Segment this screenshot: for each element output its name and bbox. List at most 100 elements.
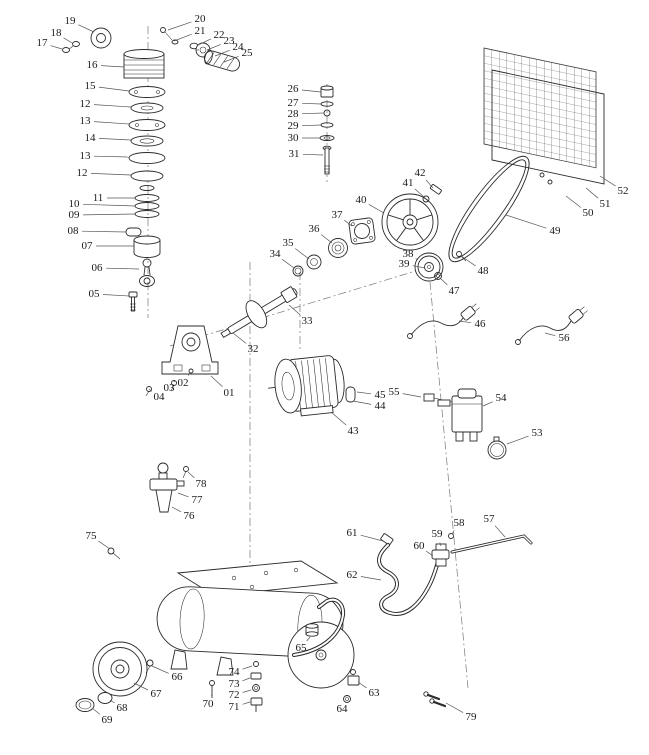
part-label-12: 12: [80, 98, 91, 110]
leader-line-66: [151, 665, 169, 674]
part-label-74: 74: [229, 666, 241, 678]
air-hose-drawing: [377, 533, 440, 616]
part-label-16: 16: [87, 59, 99, 71]
leader-line-26: [301, 89, 322, 93]
part-label-02: 02: [178, 377, 189, 389]
regulator-bolt-icon: [183, 466, 189, 472]
leader-line-38: [415, 258, 419, 261]
part-label-57: 57: [484, 513, 496, 525]
leader-line-61: [360, 534, 384, 542]
leader-line-12: [90, 173, 132, 176]
flywheel-washer-icon: [422, 195, 430, 203]
part-label-73: 73: [229, 678, 241, 690]
part-label-13: 13: [80, 150, 92, 162]
part-label-24: 24: [233, 41, 245, 53]
belt-drawing: [448, 155, 530, 263]
part-label-79: 79: [466, 711, 478, 723]
part-label-29: 29: [288, 120, 300, 132]
part-label-54: 54: [496, 392, 508, 404]
tank-leg-drawing: [170, 649, 188, 670]
part-label-33: 33: [302, 315, 314, 327]
part-label-37: 37: [332, 209, 344, 221]
tank-leg-drawing: [216, 656, 234, 676]
part-label-63: 63: [369, 687, 381, 699]
leader-line-16: [100, 65, 125, 68]
crankshaft-drawing: [220, 286, 298, 339]
coupler-ball-icon: [448, 533, 454, 539]
part-label-75: 75: [86, 530, 98, 542]
part-label-20: 20: [195, 13, 207, 25]
leader-line-51: [585, 187, 599, 199]
check-valve-drawing: [319, 85, 335, 175]
leader-line-76: [171, 506, 182, 513]
part-label-06: 06: [92, 262, 104, 274]
capacitor-drawing: [345, 386, 356, 403]
part-label-32: 32: [248, 343, 259, 355]
piston-drawing: [133, 235, 161, 258]
leader-line-25: [223, 55, 239, 63]
leader-line-29: [301, 124, 322, 127]
leader-line-33: [288, 304, 301, 316]
mount-bolts-drawing: [423, 691, 447, 708]
part-label-14: 14: [85, 132, 97, 144]
bracket-bolt-icon: [188, 368, 194, 374]
rear-wheel-drawing: [287, 621, 355, 689]
part-label-42: 42: [415, 167, 426, 179]
part-label-40: 40: [356, 194, 368, 206]
leader-line-31: [302, 153, 324, 156]
hubcap-drawing: [97, 692, 113, 704]
leader-line-23: [206, 44, 221, 51]
leader-line-79: [445, 702, 464, 713]
leader-line-27: [301, 102, 322, 105]
leader-line-75: [98, 540, 111, 550]
part-label-18: 18: [51, 27, 63, 39]
part-label-72: 72: [229, 689, 240, 701]
leader-line-65: [306, 636, 311, 642]
leader-line-53: [506, 435, 529, 445]
pressure-switch-drawing: [437, 388, 483, 442]
leader-line-44: [352, 400, 372, 405]
part-label-64: 64: [337, 703, 349, 715]
outlet-pipe-drawing: [450, 534, 533, 554]
leader-line-32: [232, 332, 247, 344]
grid-screw-icon: [539, 172, 545, 178]
leader-line-05: [102, 294, 130, 297]
outlet-fitting-drawing: [423, 393, 435, 402]
wrist-pin-drawing: [125, 227, 142, 237]
tank-valve-drawing: [343, 669, 360, 703]
leader-line-42: [425, 179, 434, 189]
leader-line-41: [414, 188, 425, 198]
part-label-38: 38: [403, 248, 415, 260]
leader-line-13: [93, 121, 130, 125]
leader-line-48: [460, 255, 476, 267]
flywheel-bolt-icon: [429, 184, 442, 195]
leader-line-34: [281, 259, 295, 269]
leader-line-47: [439, 277, 448, 286]
leader-line-04: [148, 388, 153, 392]
part-label-55: 55: [389, 386, 401, 398]
part-label-51: 51: [600, 198, 611, 210]
leader-line-68: [109, 699, 115, 704]
leader-line-78: [187, 471, 195, 479]
part-label-68: 68: [117, 702, 129, 714]
part-label-08: 08: [68, 225, 80, 237]
circlip-drawing: [292, 265, 304, 277]
part-label-53: 53: [532, 427, 544, 439]
leader-line-56: [544, 332, 556, 337]
part-label-52: 52: [618, 185, 629, 197]
part-label-66: 66: [172, 671, 184, 683]
piston-rings-drawing: [134, 194, 160, 218]
part-label-27: 27: [288, 97, 300, 109]
part-label-30: 30: [288, 132, 300, 144]
part-label-78: 78: [196, 478, 208, 490]
radiator-grid-drawing: [483, 47, 605, 185]
part-label-23: 23: [224, 35, 236, 47]
rod-bolt-drawing: [128, 291, 138, 312]
leader-line-37: [344, 220, 353, 227]
connecting-rod-drawing: [139, 258, 155, 287]
leader-line-22: [197, 38, 212, 46]
leader-line-06: [105, 267, 140, 270]
leader-line-71: [242, 701, 251, 705]
cylinder-head-drawing: [123, 49, 165, 79]
